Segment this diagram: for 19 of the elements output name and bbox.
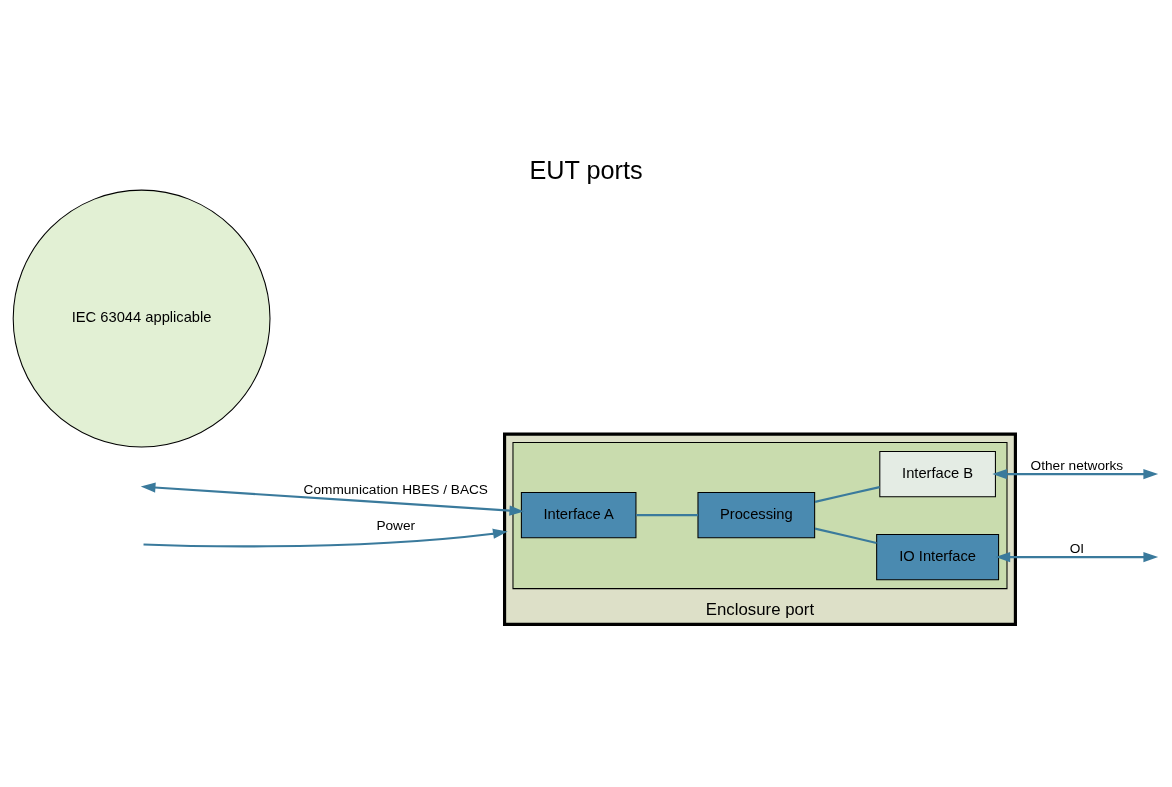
cluster — [503, 432, 1017, 626]
edge-label: Communication HBES / BACS — [303, 482, 488, 498]
arrow — [995, 551, 1159, 563]
connector — [636, 514, 698, 517]
node-label: Enclosure port — [705, 599, 815, 619]
node-box: Interface A — [520, 491, 637, 539]
arrow — [140, 482, 525, 516]
edge-label: Other networks — [1030, 458, 1124, 474]
edge-label: Power — [376, 518, 416, 534]
diagram-title: EUT ports — [529, 155, 643, 184]
connector — [814, 486, 880, 503]
node-box: IO Interface — [876, 534, 1000, 581]
node-box: Interface B — [879, 450, 996, 498]
node-box: Processing — [697, 491, 816, 539]
connector — [814, 527, 877, 545]
edge-label: OI — [1069, 541, 1085, 557]
arrow — [992, 468, 1159, 480]
node-circle: IEC 63044 applicable — [12, 189, 271, 448]
arrow — [143, 528, 508, 548]
